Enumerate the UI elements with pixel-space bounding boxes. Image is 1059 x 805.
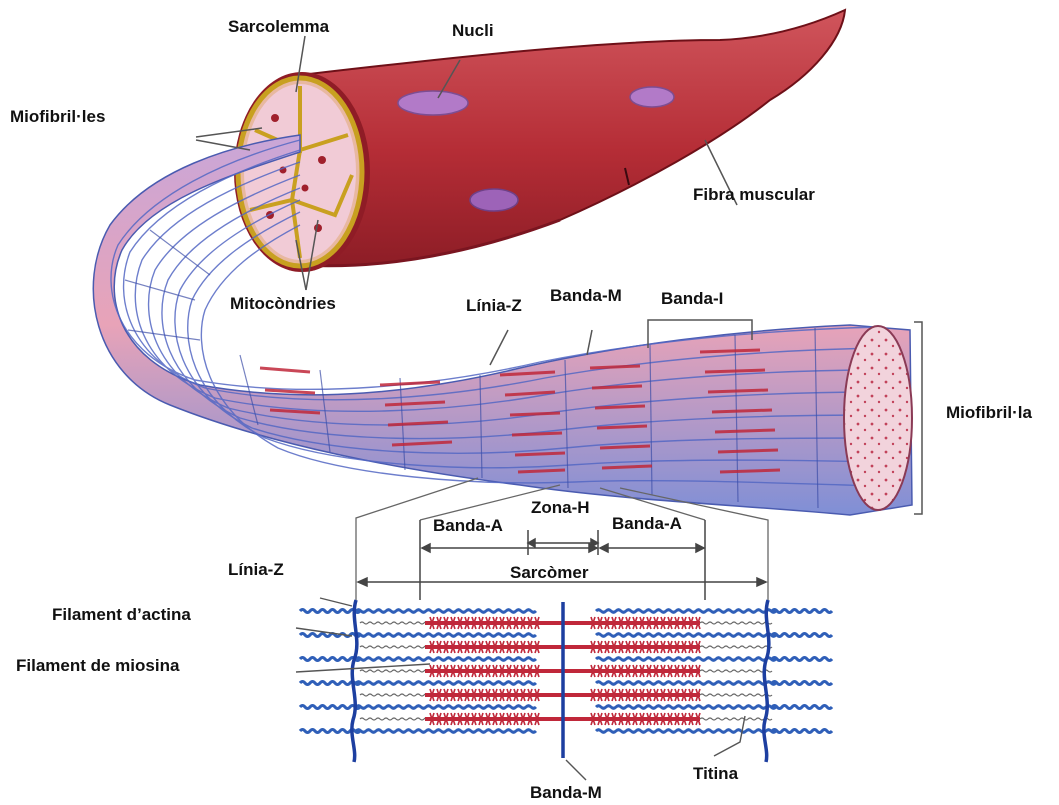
label-linia-z-bottom: Línia-Z xyxy=(228,561,284,578)
titin-right xyxy=(700,718,772,720)
actin-filament-right xyxy=(596,682,776,685)
label-mitocondries: Mitocòndries xyxy=(230,295,336,312)
titin-right xyxy=(700,646,772,648)
titin-right xyxy=(700,694,772,696)
label-nucli: Nucli xyxy=(452,22,494,39)
actin-filament-right xyxy=(596,706,776,709)
fiber-cross-section xyxy=(234,72,370,272)
label-miofibrilles: Miofibril·les xyxy=(10,108,105,125)
actin-filament-outer-left xyxy=(300,706,360,709)
label-banda-a-right: Banda-A xyxy=(612,515,682,532)
nucleus-2 xyxy=(630,87,674,107)
actin-filament-right xyxy=(596,658,776,661)
actin-filament-outer-right xyxy=(772,706,832,709)
actin-filament-left xyxy=(356,610,536,613)
actin-filament-left xyxy=(356,706,536,709)
nucleus-3 xyxy=(470,189,518,211)
titin-left xyxy=(360,622,432,624)
actin-filament-right xyxy=(596,730,776,733)
titin-right xyxy=(700,670,772,672)
label-miofibrilla: Miofibril·la xyxy=(946,404,1032,421)
label-banda-m-top: Banda-M xyxy=(550,287,622,304)
label-linia-z-top: Línia-Z xyxy=(466,297,522,314)
titin-right xyxy=(700,622,772,624)
actin-filament-left xyxy=(356,682,536,685)
actin-filament-outer-right xyxy=(772,682,832,685)
myofibril-cross-section xyxy=(844,326,912,510)
actin-filament-outer-right xyxy=(772,730,832,733)
label-sarcomer: Sarcòmer xyxy=(510,564,588,581)
label-filament-actina: Filament d’actina xyxy=(52,606,191,623)
titin-left xyxy=(360,646,432,648)
actin-filament-outer-right xyxy=(772,658,832,661)
actin-filament-outer-left xyxy=(300,610,360,613)
label-banda-m-bottom: Banda-M xyxy=(530,784,602,801)
actin-filament-outer-right xyxy=(772,610,832,613)
label-sarcolemma: Sarcolemma xyxy=(228,18,329,35)
titin-left xyxy=(360,694,432,696)
actin-filament-outer-left xyxy=(300,682,360,685)
label-titina: Titina xyxy=(693,765,738,782)
actin-filament-left xyxy=(356,634,536,637)
label-fibra-muscular: Fibra muscular xyxy=(693,186,815,203)
actin-filament-outer-right xyxy=(772,634,832,637)
label-banda-i: Banda-I xyxy=(661,290,723,307)
actin-filament-right xyxy=(596,634,776,637)
muscle-fiber xyxy=(300,10,845,266)
label-filament-miosina: Filament de miosina xyxy=(16,657,179,674)
sarcomere-detail xyxy=(300,600,832,762)
actin-filament-left xyxy=(356,730,536,733)
titin-left xyxy=(360,718,432,720)
nucleus-1 xyxy=(398,91,468,115)
actin-filament-right xyxy=(596,610,776,613)
titin-left xyxy=(360,670,432,672)
sarcomere-brackets xyxy=(358,520,766,600)
label-zona-h: Zona-H xyxy=(531,499,590,516)
actin-filament-outer-left xyxy=(300,658,360,661)
label-banda-a-left: Banda-A xyxy=(433,517,503,534)
actin-filament-left xyxy=(356,658,536,661)
